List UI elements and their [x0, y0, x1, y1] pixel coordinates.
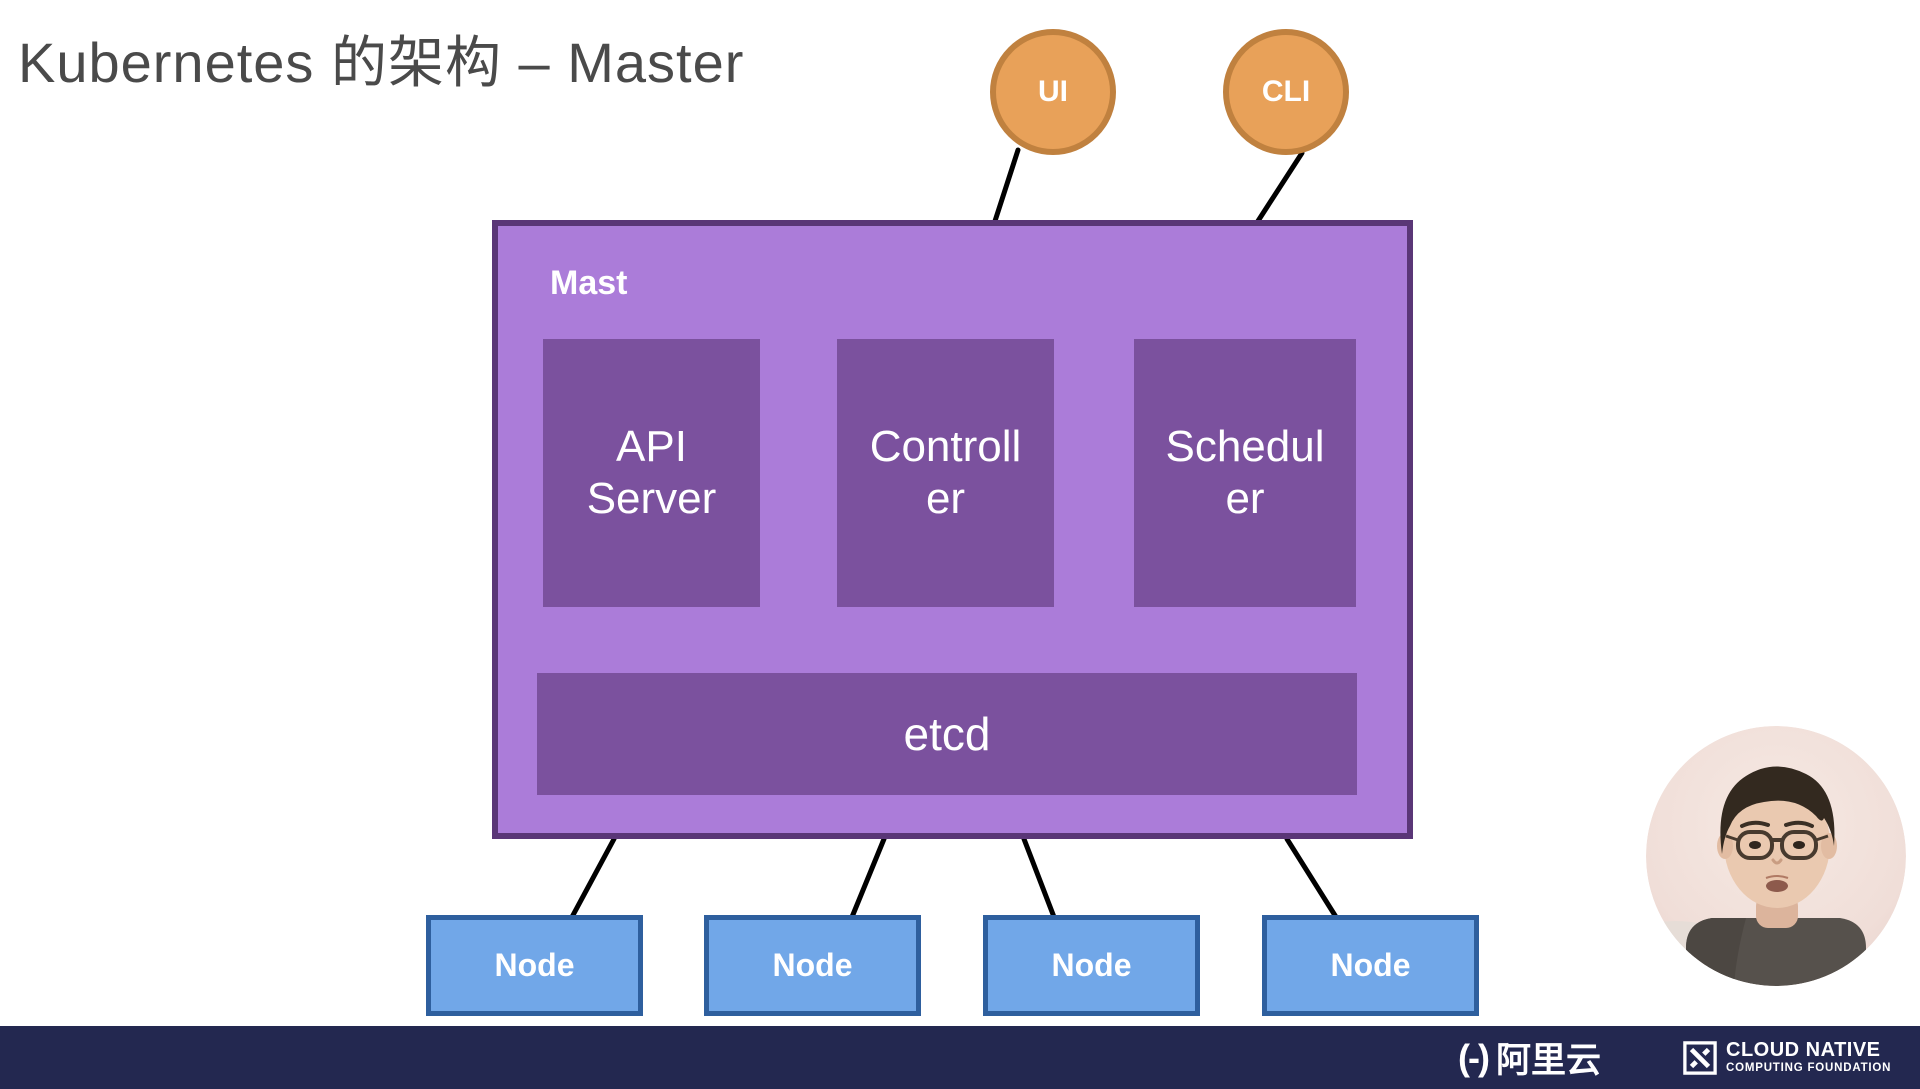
node-1-label: Node	[494, 947, 575, 983]
controller-label-line2: er	[925, 474, 966, 523]
line-master-to-node-4	[1284, 836, 1339, 920]
controller-label-line1: Controll	[869, 422, 1022, 471]
line-master-to-node-1	[569, 836, 617, 920]
etcd-box: etcd	[537, 673, 1357, 795]
cli-client-label: CLI	[1261, 75, 1311, 108]
line-master-to-node-2	[849, 836, 887, 920]
api-server-label-line1: API	[616, 422, 687, 471]
controller-box: Controll er	[837, 339, 1054, 607]
scheduler-label-line2: er	[1225, 474, 1265, 523]
line-master-to-node-3	[1021, 836, 1057, 920]
webcam-avatar	[1646, 726, 1906, 986]
etcd-label: etcd	[903, 708, 991, 760]
api-server-label-line2: Server	[586, 474, 717, 523]
ui-client-label: UI	[1038, 75, 1068, 108]
alibaba-bracket-icon: (-)	[1458, 1036, 1490, 1078]
cncf-logo: CLOUD NATIVE COMPUTING FOUNDATION	[1683, 1040, 1891, 1075]
page-title: Kubernetes 的架构 – Master	[18, 31, 745, 94]
presenter-photo-illustration	[1646, 726, 1906, 986]
cncf-logo-text: CLOUD NATIVE COMPUTING FOUNDATION	[1726, 1040, 1891, 1075]
cncf-logo-icon	[1683, 1040, 1717, 1075]
line-cli-to-master	[1255, 150, 1305, 224]
master-container: Mast API Server Controll er Schedul er e…	[492, 220, 1413, 839]
alibaba-cloud-logo-text: 阿里云	[1495, 1041, 1601, 1080]
scheduler-box: Schedul er	[1134, 339, 1356, 607]
node-box-4: Node	[1262, 915, 1479, 1016]
node-2-label: Node	[772, 947, 853, 983]
node-3-label: Node	[1051, 947, 1132, 983]
scheduler-label-line1: Schedul	[1165, 422, 1325, 471]
alibaba-cloud-logo: (-) 阿里云	[1458, 1032, 1601, 1083]
cncf-logo-line2: COMPUTING FOUNDATION	[1726, 1062, 1892, 1075]
footer-bar: (-) 阿里云 CLOUD NATIVE COMPUTING FOUNDATIO…	[0, 1026, 1920, 1089]
line-ui-to-master	[992, 147, 1021, 224]
node-box-2: Node	[704, 915, 921, 1016]
cli-client-node: CLI	[1223, 29, 1349, 155]
node-4-label: Node	[1330, 947, 1411, 983]
ui-client-node: UI	[990, 29, 1116, 155]
node-box-1: Node	[426, 915, 643, 1016]
api-server-box: API Server	[543, 339, 760, 607]
cncf-logo-line1: CLOUD NATIVE	[1726, 1039, 1881, 1062]
node-box-3: Node	[983, 915, 1200, 1016]
master-label: Mast	[550, 264, 628, 302]
